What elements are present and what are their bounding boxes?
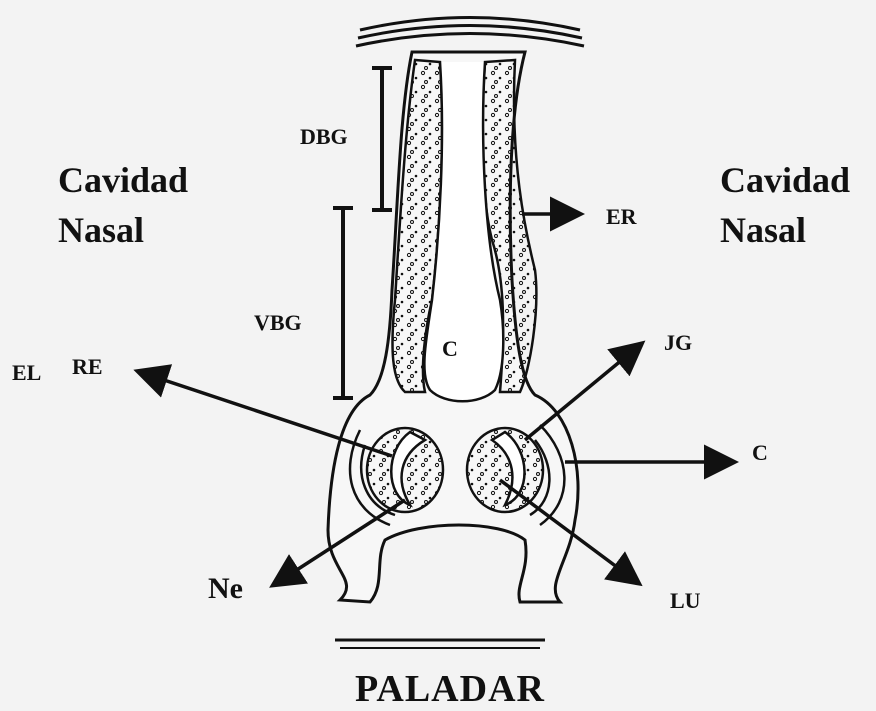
re-label: RE bbox=[72, 356, 103, 378]
cartilage-label: C bbox=[752, 442, 768, 464]
right-region-label-line2: Nasal bbox=[720, 212, 806, 248]
roof-lines bbox=[356, 18, 584, 47]
lu-label: LU bbox=[670, 590, 701, 612]
left-region-label-line1: Cavidad bbox=[58, 162, 188, 198]
jg-label: JG bbox=[664, 332, 692, 354]
palate-title: PALADAR bbox=[355, 670, 545, 708]
left-region-label-line2: Nasal bbox=[58, 212, 144, 248]
dbg-bracket bbox=[372, 68, 392, 210]
vbg-label: VBG bbox=[254, 312, 302, 334]
right-region-label-line1: Cavidad bbox=[720, 162, 850, 198]
dbg-label: DBG bbox=[300, 126, 348, 148]
el-label: EL bbox=[12, 362, 41, 384]
er-label: ER bbox=[606, 206, 637, 228]
arrow-jg bbox=[525, 345, 640, 440]
vbg-bracket bbox=[333, 208, 353, 398]
ne-label: Ne bbox=[208, 574, 243, 604]
lumen-label: C bbox=[442, 338, 458, 360]
